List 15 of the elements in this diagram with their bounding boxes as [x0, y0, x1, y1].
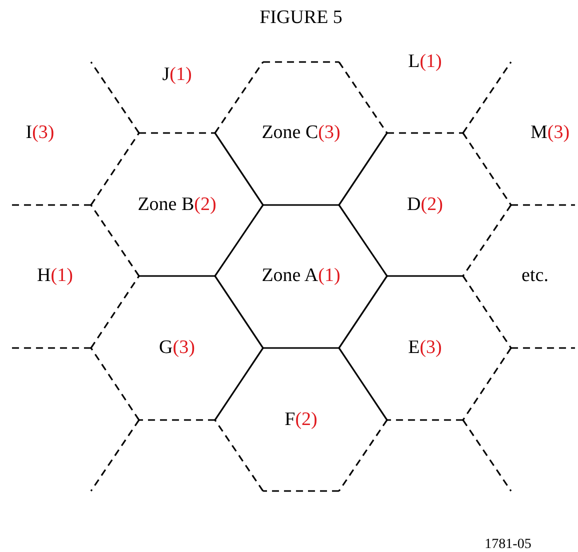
cell-label: F(2) — [284, 409, 318, 431]
cell-label: E(3) — [408, 337, 442, 359]
cell-label: H(1) — [37, 265, 73, 287]
cell-label: G(3) — [159, 337, 195, 359]
figure-number: 1781-05 — [484, 537, 532, 552]
figure-title: FIGURE 5 — [260, 7, 342, 29]
cell-label: D(2) — [407, 194, 443, 216]
cell-label: M(3) — [530, 122, 570, 144]
cell-label: J(1) — [162, 64, 192, 86]
cell-label: Zone A(1) — [262, 265, 340, 287]
cell-label: etc. — [522, 265, 548, 287]
cell-label: Zone C(3) — [262, 122, 340, 144]
cell-label: I(3) — [26, 122, 54, 144]
cell-label: L(1) — [408, 51, 442, 73]
cell-label: Zone B(2) — [138, 194, 216, 216]
